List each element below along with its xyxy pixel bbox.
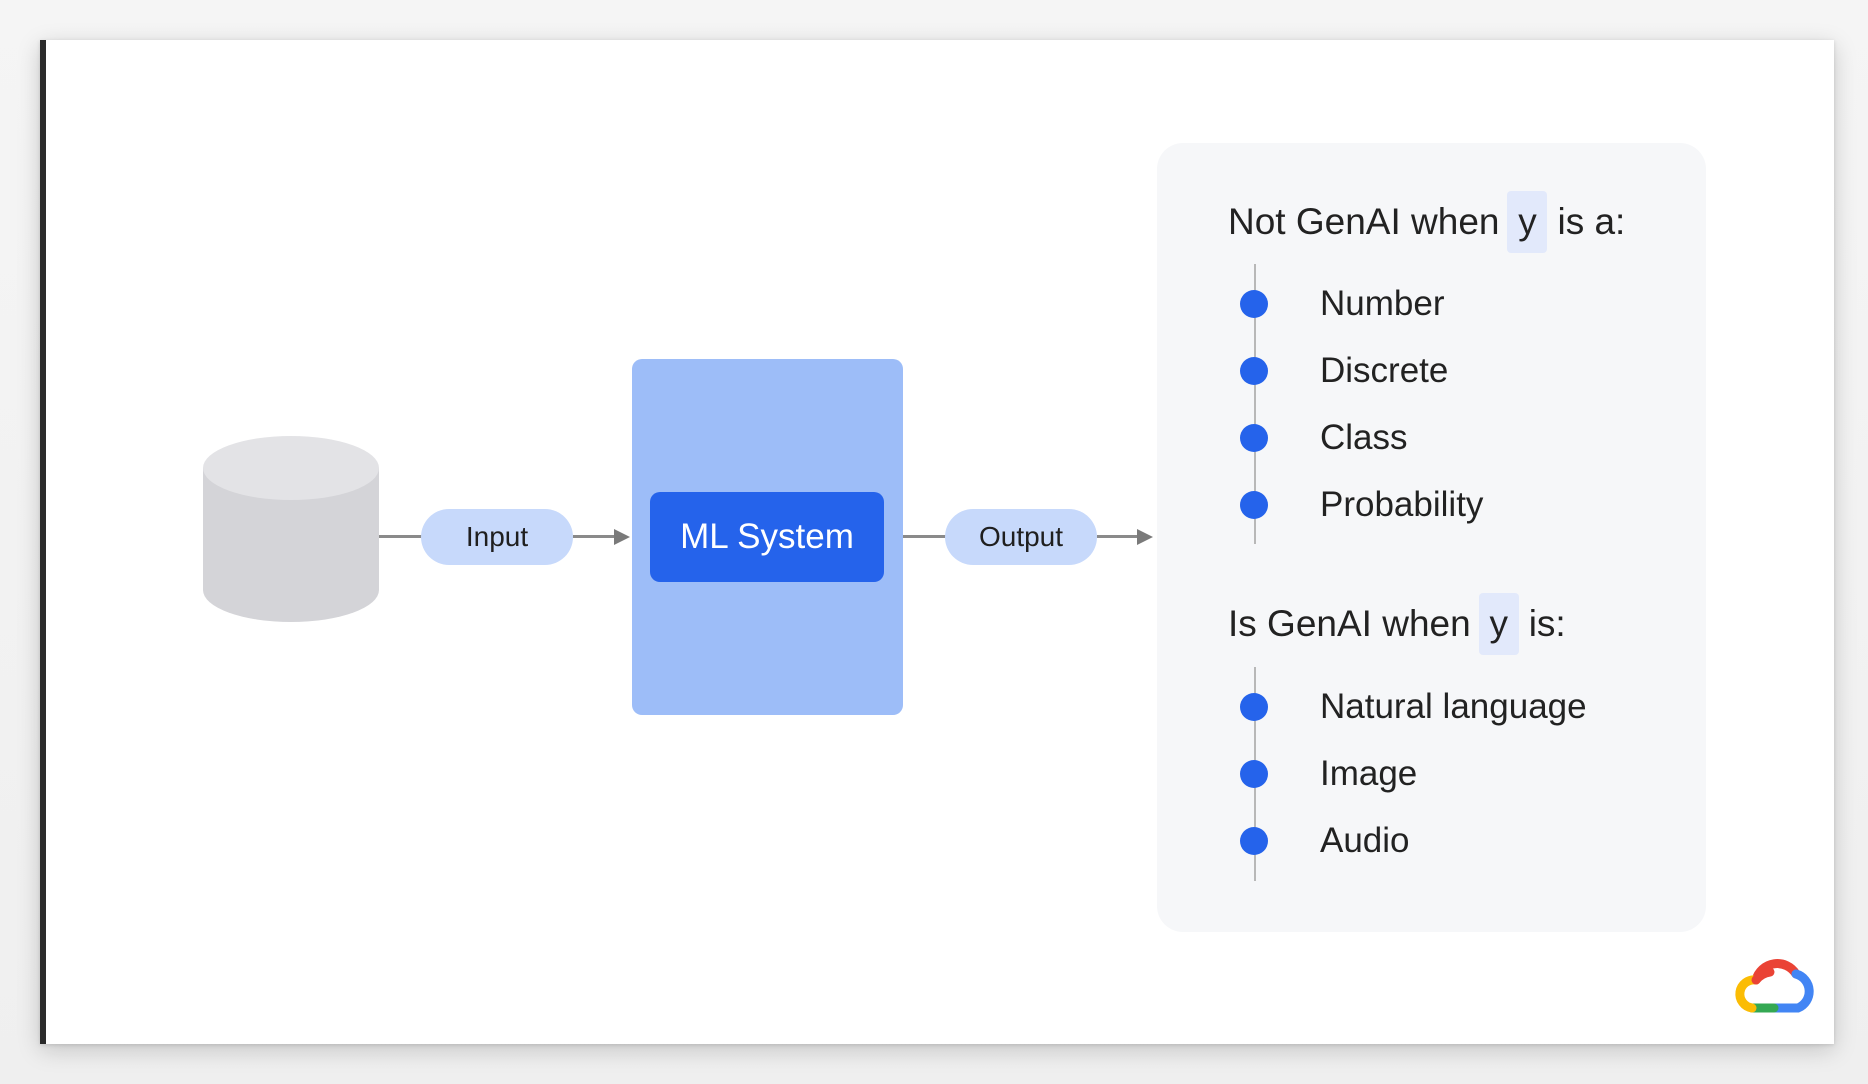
system-to-output-line bbox=[903, 535, 946, 538]
not-genai-variable: y bbox=[1507, 191, 1548, 253]
list-item-label: Probability bbox=[1320, 485, 1484, 524]
input-pill: Input bbox=[421, 509, 573, 565]
bullet-dot bbox=[1240, 760, 1268, 788]
bullet-dot bbox=[1240, 491, 1268, 519]
list-item-label: Class bbox=[1320, 418, 1408, 457]
input-to-system-line bbox=[573, 535, 617, 538]
is-genai-heading: Is GenAI when y is: bbox=[1228, 592, 1566, 656]
ml-system-box: ML System bbox=[650, 492, 884, 582]
is-genai-variable: y bbox=[1478, 593, 1519, 655]
output-pill: Output bbox=[945, 509, 1097, 565]
database-cylinder-icon bbox=[203, 436, 379, 622]
bullet-dot bbox=[1240, 827, 1268, 855]
db-to-input-line bbox=[379, 535, 422, 538]
bullet-dot bbox=[1240, 290, 1268, 318]
is-genai-suffix: is: bbox=[1528, 603, 1566, 644]
list-item-label: Audio bbox=[1320, 821, 1410, 860]
output-arrow-head bbox=[1137, 529, 1153, 545]
bullet-dot bbox=[1240, 424, 1268, 452]
is-genai-prefix: Is GenAI when bbox=[1228, 603, 1471, 644]
google-cloud-logo-icon bbox=[1735, 959, 1814, 1013]
list-item-label: Number bbox=[1320, 284, 1445, 323]
not-genai-prefix: Not GenAI when bbox=[1228, 201, 1500, 242]
list-item-label: Natural language bbox=[1320, 687, 1587, 726]
not-genai-suffix: is a: bbox=[1557, 201, 1626, 242]
output-to-panel-line bbox=[1097, 535, 1139, 538]
input-arrow-head bbox=[614, 529, 630, 545]
bullet-dot bbox=[1240, 693, 1268, 721]
genai-criteria-panel bbox=[1157, 143, 1706, 932]
bullet-dot bbox=[1240, 357, 1268, 385]
not-genai-timeline bbox=[1254, 264, 1256, 544]
list-item-label: Image bbox=[1320, 754, 1418, 793]
list-item-label: Discrete bbox=[1320, 351, 1449, 390]
not-genai-heading: Not GenAI when y is a: bbox=[1228, 190, 1625, 254]
